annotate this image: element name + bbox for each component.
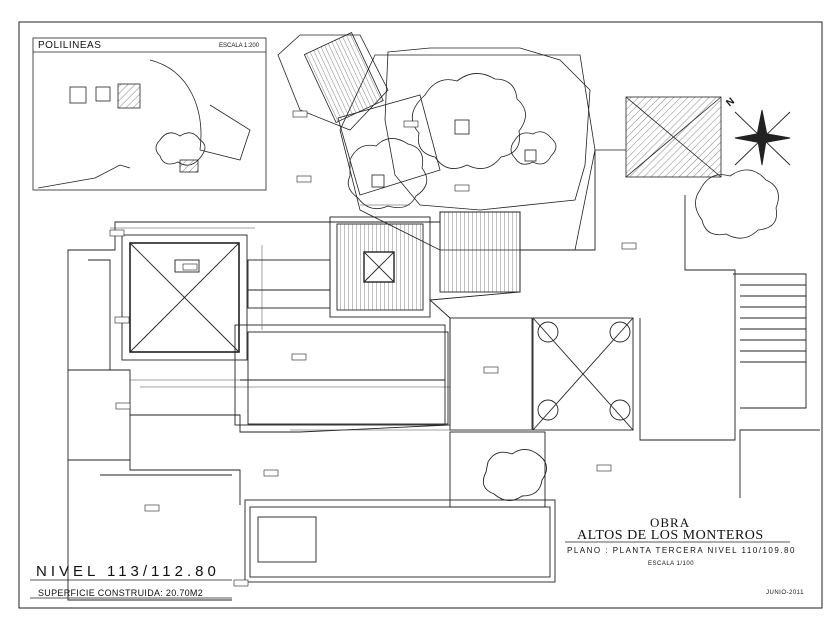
right-wing [520,150,820,498]
obra-label: OBRA [650,515,691,530]
main-building [67,211,533,433]
date-label: JUNIO-2011 [766,590,804,596]
pool-area [244,431,556,583]
project-name: ALTOS DE LOS MONTEROS [577,528,764,543]
plano-label: PLANO : PLANTA TERCERA NIVEL 110/109.80 [567,546,796,555]
roof-pyramid [595,96,779,239]
column-terrace [532,317,634,431]
inset-plan [32,37,267,191]
level-tags [109,110,637,587]
escala-label: ESCALA 1/100 [648,561,695,567]
octagon-terrace [339,47,596,251]
inset-plan-title: POLILINEAS [38,40,102,51]
inset-plan-scale: ESCALA 1:200 [219,43,260,49]
lower-terraces [67,259,241,601]
dimension-lines [110,204,545,431]
north-arrow-icon [734,109,791,166]
upper-stair [277,32,441,196]
nivel-label: NIVEL 113/112.80 [36,563,220,580]
superficie-label: SUPERFICIE CONSTRUIDA: 20.70M2 [38,588,204,598]
sheet-border [18,21,823,609]
title-lines [30,541,790,599]
